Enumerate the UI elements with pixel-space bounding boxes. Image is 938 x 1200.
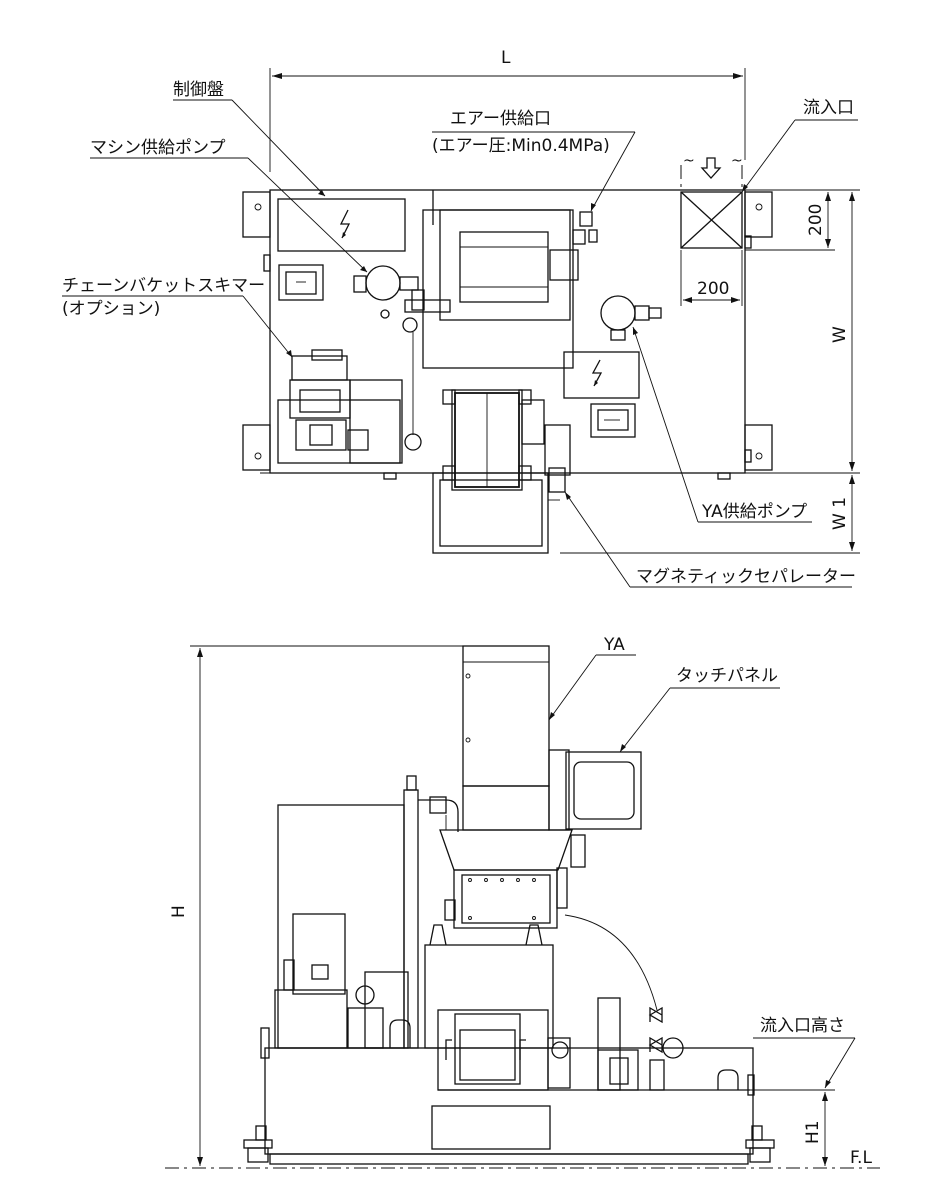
callout-ya: YA bbox=[548, 635, 636, 721]
label-magnetic-separator: マグネティックセパレーター bbox=[636, 567, 856, 587]
label-floor-level: F.L bbox=[850, 1148, 872, 1168]
skimmer-unit bbox=[277, 264, 422, 464]
dimension-W-label: W bbox=[830, 326, 850, 343]
label-inlet-height: 流入口高さ bbox=[760, 1016, 845, 1036]
dimension-200-vertical-label: 200 bbox=[806, 204, 826, 236]
valve-assembly bbox=[564, 914, 739, 1091]
dimension-L: L bbox=[269, 48, 746, 172]
control-cabinet-side bbox=[274, 775, 459, 1049]
label-ya-pump: YA供給ポンプ bbox=[701, 502, 807, 522]
side-view: H F.L H1 bbox=[165, 635, 880, 1169]
label-inlet: 流入口 bbox=[803, 98, 854, 118]
mounting-brackets bbox=[242, 191, 773, 480]
dimension-H: H bbox=[169, 645, 463, 1166]
callout-air-supply: エアー供給口 (エアー圧:Min0.4MPa) bbox=[432, 109, 636, 212]
ya-unit-top bbox=[422, 190, 598, 554]
dimension-W1: W 1 bbox=[560, 475, 860, 554]
callout-inlet: 流入口 bbox=[741, 98, 858, 193]
inlet: ~ ~ bbox=[680, 153, 743, 249]
callout-ya-pump: YA供給ポンプ bbox=[632, 326, 812, 523]
label-chain-skimmer-option: (オプション) bbox=[62, 299, 160, 319]
label-ya: YA bbox=[603, 635, 625, 655]
callout-inlet-height: 流入口高さ bbox=[753, 1016, 856, 1089]
dimension-H1-label: H1 bbox=[803, 1120, 823, 1144]
label-air-supply: エアー供給口 bbox=[450, 109, 551, 129]
callout-magnetic-separator: マグネティックセパレーター bbox=[564, 491, 856, 588]
label-chain-skimmer: チェーンバケットスキマー bbox=[62, 276, 265, 296]
label-air-pressure: (エアー圧:Min0.4MPa) bbox=[432, 136, 610, 156]
ya-tower bbox=[424, 645, 750, 1091]
svg-text:~: ~ bbox=[683, 153, 695, 169]
callout-machine-pump: マシン供給ポンプ bbox=[90, 138, 368, 273]
ya-supply-pump bbox=[600, 295, 662, 341]
top-view: L bbox=[62, 48, 860, 588]
dimension-W: W bbox=[745, 189, 860, 474]
callout-control-panel: 制御盤 bbox=[173, 80, 326, 197]
dimension-H-label: H bbox=[169, 905, 189, 918]
base-tank bbox=[243, 1027, 775, 1165]
dimension-L-label: L bbox=[501, 48, 511, 68]
dimension-H1: H1 bbox=[750, 1089, 835, 1166]
label-control-panel: 制御盤 bbox=[173, 80, 224, 100]
svg-text:~: ~ bbox=[731, 153, 743, 169]
label-touch-panel: タッチパネル bbox=[676, 666, 778, 686]
label-machine-pump: マシン供給ポンプ bbox=[90, 138, 226, 158]
ya-control-box bbox=[563, 351, 640, 438]
dimension-W1-label: W 1 bbox=[830, 497, 850, 530]
control-panel bbox=[277, 198, 406, 252]
dimension-200-vertical: 200 bbox=[745, 189, 835, 251]
machine-supply-pump bbox=[353, 265, 451, 333]
dimension-200-horizontal: 200 bbox=[680, 250, 743, 306]
dimension-200-horizontal-label: 200 bbox=[697, 279, 729, 299]
callout-chain-skimmer: チェーンバケットスキマー (オプション) bbox=[62, 276, 293, 358]
callout-touch-panel: タッチパネル bbox=[619, 666, 780, 753]
